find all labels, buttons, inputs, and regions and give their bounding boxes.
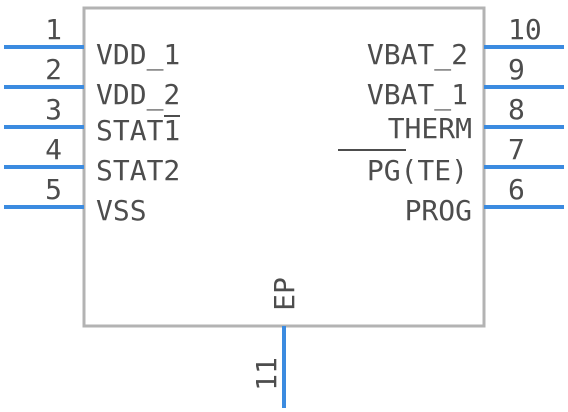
left-pin-1: 1 VDD_1 <box>4 13 180 72</box>
pin-11-number: 11 <box>250 357 283 391</box>
pin-10-number: 10 <box>508 13 542 46</box>
pin-8-number: 8 <box>508 93 525 126</box>
pin-1-number: 1 <box>45 13 62 46</box>
pin-6-number: 6 <box>508 173 525 206</box>
pin-11-name: EP <box>268 277 301 311</box>
right-pin-10: 10 VBAT_2 <box>367 13 564 72</box>
pin-7-name: PG(TE) <box>367 154 468 187</box>
pin-7-number: 7 <box>508 133 525 166</box>
right-pin-7: 7 PG(TE) <box>367 133 564 187</box>
pin-1-name: VDD_1 <box>96 38 180 72</box>
pin-2-name: VDD_2 <box>96 78 180 112</box>
left-pin-4: 4 STAT2 <box>4 133 180 187</box>
pin-8-name: THERM <box>388 112 472 145</box>
right-pin-8: 8 THERM <box>338 93 564 151</box>
pin-2-number: 2 <box>45 53 62 86</box>
pin-4-name: STAT2 <box>96 154 180 187</box>
pin-9-name: VBAT_1 <box>367 78 468 112</box>
left-pin-2: 2 VDD_2 <box>4 53 180 112</box>
left-pin-5: 5 VSS <box>4 173 147 227</box>
pin-9-number: 9 <box>508 53 525 86</box>
pin-6-name: PROG <box>405 194 472 227</box>
pin-10-name: VBAT_2 <box>367 38 468 72</box>
pin-5-number: 5 <box>45 173 62 206</box>
right-pin-9: 9 VBAT_1 <box>367 53 564 112</box>
pin-5-name: VSS <box>96 194 147 227</box>
pin-3-number: 3 <box>45 93 62 126</box>
left-pin-3: 3 STAT1 <box>4 93 180 147</box>
pin-3-name: STAT1 <box>96 114 180 147</box>
bottom-pin-11: 11 EP <box>250 277 301 408</box>
pin-4-number: 4 <box>45 133 62 166</box>
right-pin-6: 6 PROG <box>405 173 564 227</box>
component-body <box>82 6 486 328</box>
